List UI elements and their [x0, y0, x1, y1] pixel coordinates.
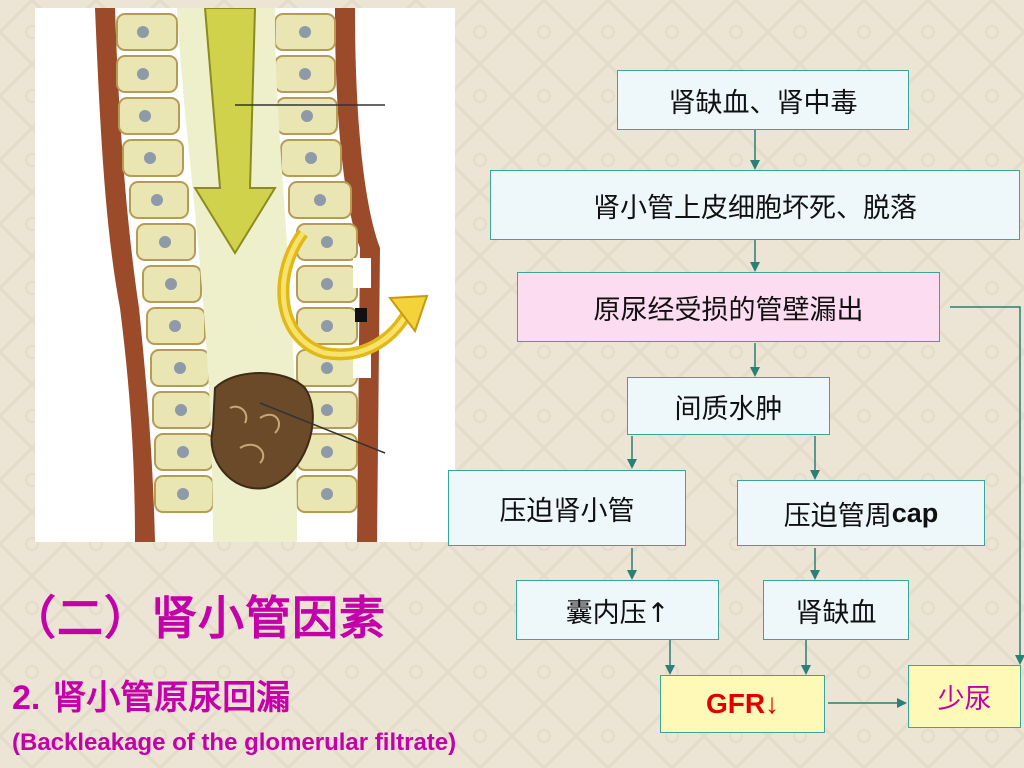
- oliguria-box: 少尿: [908, 665, 1021, 728]
- filtrate-leakage-box: 原尿经受损的管壁漏出: [517, 272, 940, 342]
- renal-ischemia-box: 肾缺血: [763, 580, 909, 640]
- ischemia-poisoning-text: 肾缺血、肾中毒: [668, 87, 858, 119]
- interstitial-edema-box: 间质水肿: [627, 377, 830, 435]
- gfr-text: GFR↓: [705, 688, 780, 719]
- capillary-abbrev: cap: [891, 497, 939, 528]
- capsule-pressure-box: 囊内压↑: [516, 580, 719, 640]
- english-subtitle: (Backleakage of the glomerular filtrate): [12, 729, 457, 756]
- subtitle-text: 肾小管原尿回漏: [52, 678, 291, 718]
- subtitle-number: 2.: [12, 679, 41, 717]
- section-subtitle: 2. 肾小管原尿回漏: [12, 670, 290, 719]
- compress-capillary-text: 压迫管周: [783, 500, 892, 532]
- renal-tubule-illustration: [35, 8, 455, 542]
- renal-ischemia-text: 肾缺血: [795, 597, 877, 629]
- gfr-box: GFR↓: [660, 675, 825, 733]
- filtrate-leakage-text: 原尿经受损的管壁漏出: [593, 294, 864, 326]
- section-title: （二）肾小管因素: [10, 591, 386, 645]
- interstitial-edema-text: 间质水肿: [674, 393, 783, 425]
- capsule-pressure-text: 囊内压↑: [565, 597, 670, 629]
- compress-tubule-text: 压迫肾小管: [499, 495, 635, 527]
- epithelial-necrosis-text: 肾小管上皮细胞坏死、脱落: [593, 192, 917, 224]
- epithelial-necrosis-box: 肾小管上皮细胞坏死、脱落: [490, 170, 1020, 240]
- ischemia-poisoning-box: 肾缺血、肾中毒: [617, 70, 909, 130]
- compress-tubule-box: 压迫肾小管: [448, 470, 686, 546]
- oliguria-text: 少尿: [937, 684, 992, 715]
